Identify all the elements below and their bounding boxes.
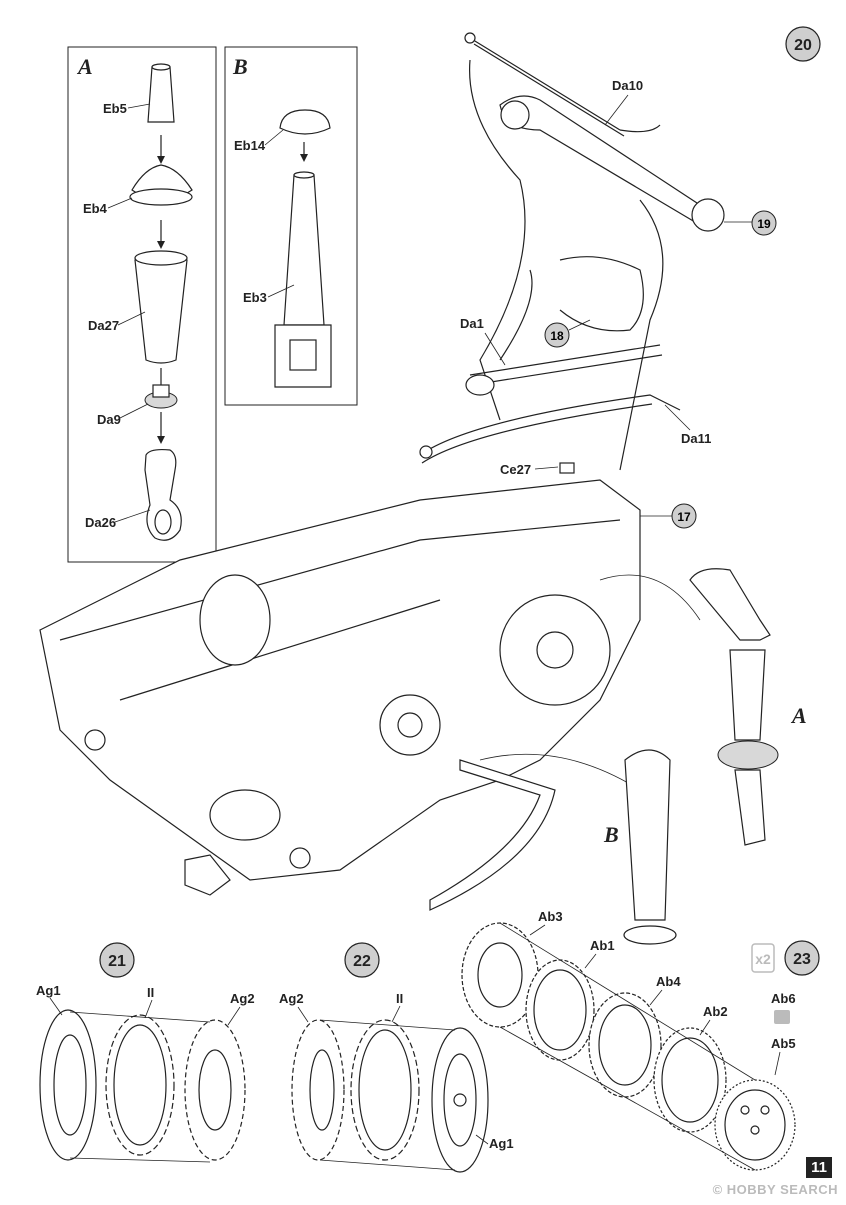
ref-18: 18	[544, 319, 591, 348]
label-eb14: Eb14	[234, 138, 266, 153]
inset-a: A Eb5 Eb4 Da27 Da9 Da26	[67, 46, 217, 563]
label-22-ii: II	[396, 991, 403, 1006]
label-eb5: Eb5	[103, 101, 127, 116]
label-eb4: Eb4	[83, 201, 108, 216]
label-a-callout: A	[790, 703, 807, 728]
label-21-ii: II	[147, 985, 154, 1000]
chassis-assembly	[39, 32, 779, 945]
step-21-number: 21	[108, 953, 126, 970]
label-ab6: Ab6	[771, 991, 796, 1006]
inset-a-title: A	[76, 54, 93, 79]
label-da10: Da10	[612, 78, 643, 93]
step-22: 22 Ag2 II Ag1	[279, 942, 514, 1173]
step-20-number: 20	[794, 37, 812, 54]
label-eb3: Eb3	[243, 290, 267, 305]
inset-b-title: B	[232, 54, 248, 79]
label-b-callout: B	[603, 822, 619, 847]
step-23: x2 23 Ab3 Ab1 Ab4 Ab2 Ab6 Ab5	[461, 909, 820, 1171]
step-20-badge: 20	[785, 26, 821, 62]
label-ab1: Ab1	[590, 938, 615, 953]
page-number: 11	[806, 1157, 832, 1178]
ref-19: 19	[724, 210, 777, 236]
label-ab5: Ab5	[771, 1036, 796, 1051]
ref-17: 17	[640, 503, 697, 529]
step-21: 21 Ag1 II Ag2	[36, 942, 255, 1163]
label-da1: Da1	[460, 316, 484, 331]
label-da26: Da26	[85, 515, 116, 530]
step-22-number: 22	[353, 953, 371, 970]
label-da11: Da11	[681, 431, 711, 446]
main-labels: Da10 Da1 Da11 Ce27 A B	[460, 78, 807, 847]
watermark: © HOBBY SEARCH	[712, 1182, 838, 1197]
ref-18-number: 18	[550, 329, 564, 343]
multiplier-x2: x2	[755, 951, 771, 967]
step-23-number: 23	[793, 951, 811, 968]
label-22-ag2: Ag2	[279, 991, 304, 1006]
label-21-ag2: Ag2	[230, 991, 255, 1006]
label-22-ag1: Ag1	[489, 1136, 514, 1151]
label-da9: Da9	[97, 412, 121, 427]
label-ab2: Ab2	[703, 1004, 728, 1019]
label-21-ag1: Ag1	[36, 983, 61, 998]
label-ce27: Ce27	[500, 462, 531, 477]
label-ab3: Ab3	[538, 909, 563, 924]
label-ab4: Ab4	[656, 974, 681, 989]
inset-b: B Eb14 Eb3	[224, 46, 358, 406]
ref-19-number: 19	[757, 217, 771, 231]
ref-17-number: 17	[677, 510, 691, 524]
label-da27: Da27	[88, 318, 119, 333]
